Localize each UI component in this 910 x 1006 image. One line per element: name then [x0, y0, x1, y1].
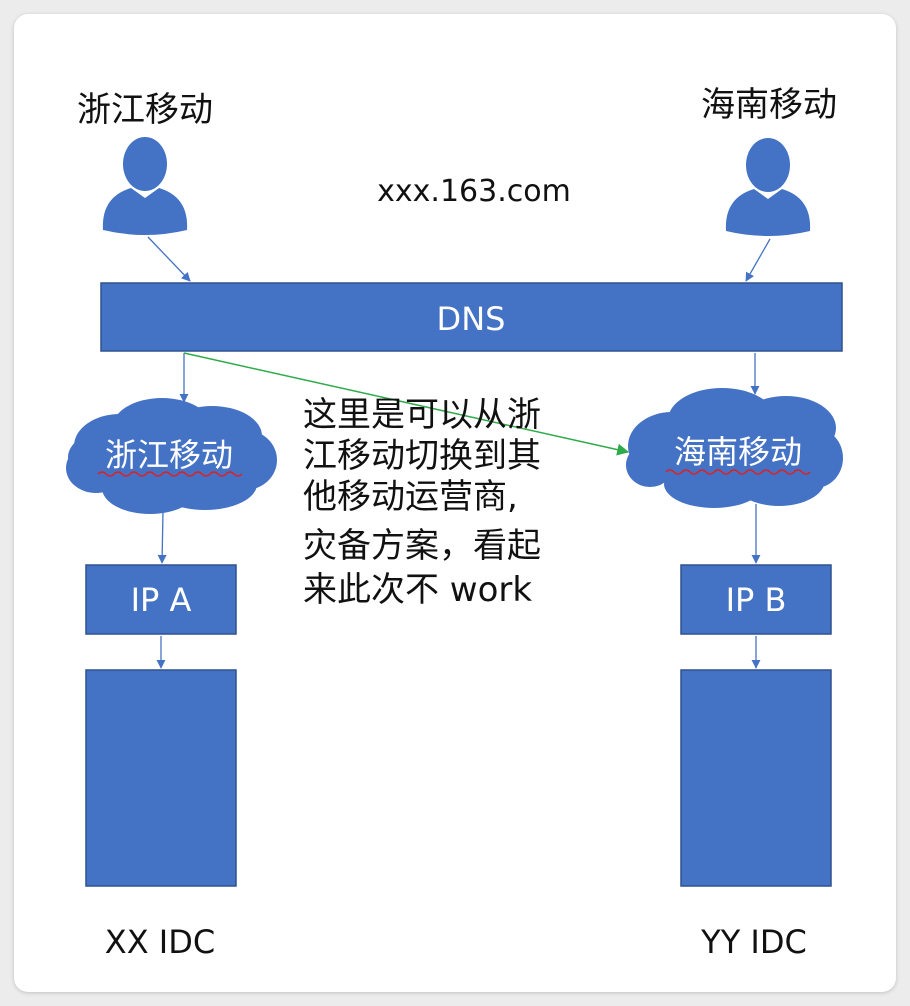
ip-a-box — [85, 564, 237, 635]
ip-a-label: IP A — [131, 581, 192, 619]
user-right-label: 海南移动 — [701, 85, 837, 125]
ip-b-label: IP B — [726, 581, 787, 619]
note-text: 这里是可以从浙 江移动切换到其 他移动运营商, 灾备方案，看起 来此次不 wor… — [303, 395, 541, 610]
arrow-cloud-left-to-ip — [157, 511, 167, 564]
arrow-user-left-to-dns — [147, 236, 191, 282]
spellcheck-underline — [97, 471, 243, 477]
cloud-left — [66, 398, 277, 514]
domain-label: xxx.163.com — [377, 174, 571, 209]
idc-right-label: YY IDC — [700, 923, 807, 961]
note-line: 灾备方案，看起 — [303, 526, 541, 566]
idc-left-label: XX IDC — [105, 923, 215, 961]
note-line: 这里是可以从浙 — [303, 395, 541, 435]
idc-right-box — [680, 669, 832, 887]
cloud-right-label: 海南移动 — [674, 433, 802, 471]
note-line: 他移动运营商, — [303, 477, 518, 517]
arrow-user-right-to-dns — [745, 238, 771, 282]
dns-label: DNS — [437, 300, 506, 338]
note-line: 来此次不 work — [303, 570, 532, 610]
idc-left-box — [85, 669, 237, 887]
cloud-left-label: 浙江移动 — [105, 436, 233, 474]
note-line: 江移动切换到其 — [303, 436, 541, 476]
ip-b-box — [680, 564, 832, 635]
user-left-label: 浙江移动 — [77, 90, 213, 130]
user-icon — [102, 137, 188, 235]
user-icon — [725, 138, 811, 236]
spellcheck-underline — [665, 469, 811, 475]
failover-arrow — [183, 352, 630, 456]
dns-box — [100, 282, 843, 352]
